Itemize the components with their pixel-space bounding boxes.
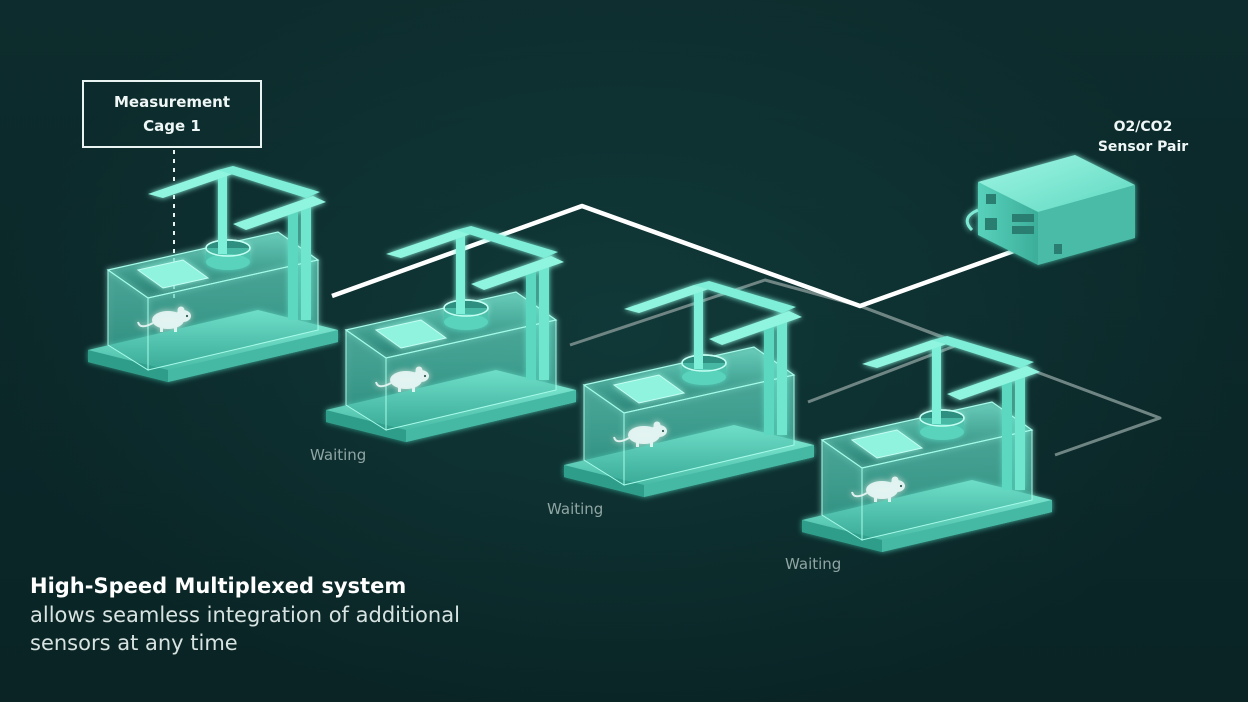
cage-3 <box>564 281 814 497</box>
cage-2 <box>326 226 576 442</box>
cage-4 <box>802 336 1052 552</box>
measurement-cage-callout: Measurement Cage 1 <box>82 80 262 148</box>
sensor-pair-box <box>965 155 1135 265</box>
cage-4-status: Waiting <box>785 555 842 573</box>
cage-2-status: Waiting <box>310 446 367 464</box>
caption-body: allows seamless integration of additiona… <box>30 603 460 655</box>
cage-1 <box>88 166 338 382</box>
cage-3-status: Waiting <box>547 500 604 518</box>
caption: High-Speed Multiplexed system allows sea… <box>30 571 590 657</box>
sensor-pair-label: O2/CO2 Sensor Pair <box>1097 119 1189 155</box>
caption-title: High-Speed Multiplexed system <box>30 574 407 598</box>
line-cage-2 <box>569 278 861 347</box>
